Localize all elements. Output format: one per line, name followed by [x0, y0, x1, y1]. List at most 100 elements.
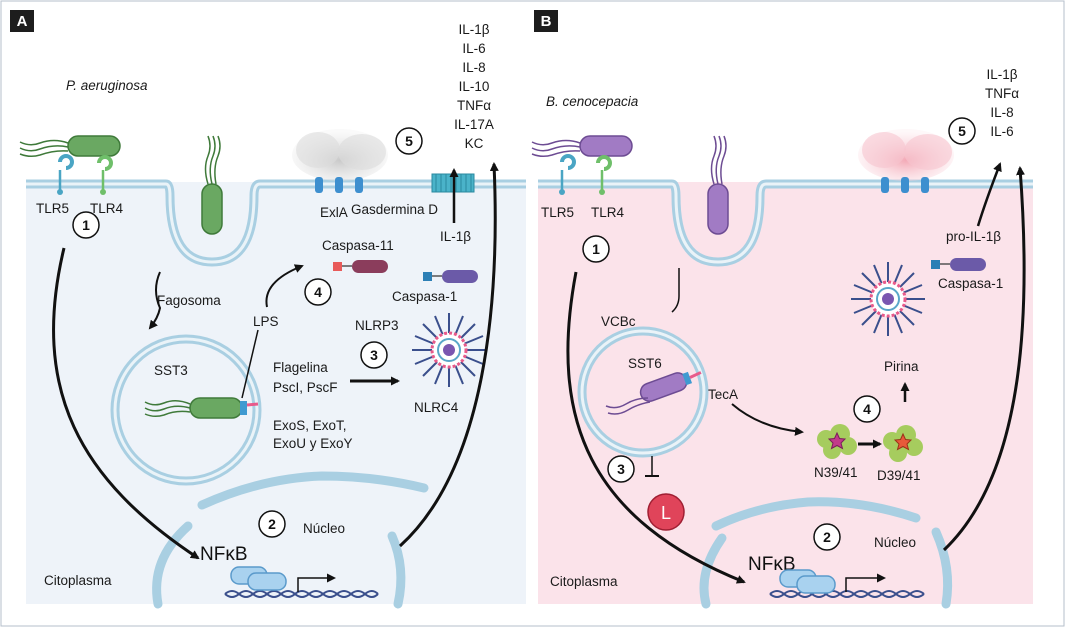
panel-b-step-1: 1	[592, 241, 600, 257]
panel-b-step-3-marker	[607, 455, 635, 483]
panel-a-extracellular-bacterium	[19, 135, 121, 158]
panel-a-tlr5-label: TLR5	[36, 201, 69, 216]
panel-b-il1b-secretion-arrow	[976, 162, 1002, 227]
panel-a-exla-pore-icon	[315, 177, 363, 193]
panel-b-nucleus-envelope-top	[711, 497, 921, 531]
panel-b-caspase1-icon	[931, 258, 986, 271]
panel-a-organism: P. aeruginosa	[66, 78, 148, 93]
panel-b-dna-icon	[769, 590, 925, 598]
panel-b-step-2-marker	[813, 523, 841, 551]
panel-b-lysosome	[647, 493, 685, 531]
panel-a-step-3: 3	[370, 347, 378, 363]
panel-a-lps-arrow	[265, 264, 304, 308]
panel-b-nfkb-label: NFκB	[748, 554, 796, 575]
cytokine-item: KC	[465, 136, 484, 151]
panel-b-cloud	[858, 129, 954, 181]
panel-a-engulfing-bacterium	[201, 135, 223, 235]
panel-b-letter: B	[541, 13, 552, 30]
panel-a-pscl-label: PscI, PscF	[273, 380, 338, 395]
panel-a-step-5-marker	[395, 127, 423, 155]
panel-b-step-5: 5	[958, 123, 966, 139]
panel-a-letter: A	[17, 13, 28, 30]
panel-b-inflammasome-icon	[851, 262, 925, 336]
panel-b-vcbc-label: VCBc	[601, 314, 636, 329]
panel-b-step-2: 2	[823, 529, 831, 545]
panel-a-lps-label: LPS	[253, 314, 279, 329]
cytokine-item: IL-1β	[986, 67, 1017, 82]
panel-a-transcription-start-arrow	[297, 573, 336, 592]
panel-a-letter-box	[10, 10, 34, 32]
panel-b-step-4: 4	[863, 401, 871, 417]
panel-a-transcription-factor-icon	[230, 566, 287, 591]
panel-a-nucleo-label: Núcleo	[303, 521, 345, 536]
cytokine-item: IL-10	[459, 79, 490, 94]
panel-b-teca-arrow	[731, 403, 804, 436]
panel-a: A P. aeruginosa TLR5 TLR4	[10, 10, 526, 609]
panel-b-vacuole-bacterium	[605, 371, 702, 415]
cytokine-item: TNFα	[985, 86, 1019, 101]
panel-b-tlr4-label: TLR4	[591, 205, 625, 220]
panel-b-extracellular-bacterium	[531, 135, 633, 158]
panel-b-step-5-marker	[948, 117, 976, 145]
panel-a-il1b-label: IL-1β	[440, 229, 471, 244]
panel-a-step-5: 5	[405, 133, 413, 149]
panel-b-cell-membrane-inner	[538, 182, 1033, 264]
panel-a-tlr-signaling-arrow	[52, 247, 200, 560]
panel-a-gasdermin-label: Gasdermina D	[351, 202, 438, 217]
panel-a-lps-connector	[241, 329, 259, 399]
panel-b-organism: B. cenocepacia	[546, 94, 639, 109]
panel-b-cytokine-list: IL-1β TNFα IL-8 IL-6	[985, 67, 1019, 139]
panel-b-transcription-factor-icon	[779, 569, 836, 594]
panel-b-citoplasma-label: Citoplasma	[550, 574, 618, 589]
panel-a-exla-cloud	[292, 129, 388, 181]
panel-a-step-3-marker	[360, 341, 388, 369]
panel-a-step-1-marker	[72, 211, 100, 239]
panel-a-nucleus-envelope-right	[387, 531, 406, 609]
panel-b-step-4-marker	[853, 395, 881, 423]
panel-a-citoplasma-label: Citoplasma	[44, 573, 112, 588]
cytokine-item: IL-6	[990, 124, 1013, 139]
cytokine-item: IL-1β	[458, 22, 489, 37]
panel-b-tlr5-label: TLR5	[541, 205, 574, 220]
panel-a-nlrp3-label: NLRP3	[355, 318, 399, 333]
panel-b-letter-box	[534, 10, 558, 32]
panel-a-tlr5-receptor-icon	[57, 154, 74, 195]
cytokine-item: TNFα	[457, 98, 491, 113]
panel-b-transcription-start-arrow	[845, 573, 886, 592]
cytokine-item: IL-17A	[454, 117, 494, 132]
panel-b-nucleus-envelope-left	[699, 533, 727, 609]
panel-a-nlrc4-label: NLRC4	[414, 400, 459, 415]
panel-b-caspase1-label: Caspasa-1	[938, 276, 1003, 291]
panel-a-nucleus-envelope-left	[152, 521, 193, 609]
panel-a-cytokine-secretion-arrow	[398, 162, 499, 548]
panel-a-step-2-marker	[258, 510, 286, 538]
panel-a-step-2: 2	[268, 516, 276, 532]
panel-a-nfkb-label: NFκB	[200, 544, 248, 565]
panel-a-step-4: 4	[314, 284, 322, 300]
panel-b-sst-label: SST6	[628, 356, 662, 371]
panel-a-tlr4-receptor-icon	[97, 155, 113, 195]
panel-b-step-3: 3	[617, 461, 625, 477]
panel-b-pore-icon	[881, 177, 929, 193]
panel-a-caspase11-label: Caspasa-11	[322, 238, 394, 253]
panel-a-exos-label-2: ExoU y ExoY	[273, 436, 353, 451]
panel-b-tlr5-receptor-icon	[559, 154, 576, 195]
panel-b-uptake-line	[671, 268, 680, 313]
cytokine-item: IL-8	[990, 105, 1013, 120]
panel-a-tlr4-label: TLR4	[90, 201, 124, 216]
panel-b-engulfing-bacterium	[707, 135, 729, 235]
panel-b-pyrin-d39-icon	[883, 425, 923, 462]
panel-b-cytokine-secretion-arrow	[942, 166, 1026, 552]
panel-b-pyrin-n39-icon	[817, 424, 857, 459]
panel-b-nucleus-envelope-right	[931, 527, 953, 609]
panel-a-caspase1-label: Caspasa-1	[392, 289, 457, 304]
cytokine-item: IL-6	[462, 41, 485, 56]
panel-a-cell-membrane-inner	[26, 182, 526, 264]
panel-b-n39-label: N39/41	[814, 465, 858, 480]
panel-a-fagosoma-arrow	[148, 271, 162, 330]
cytokine-item: IL-8	[462, 60, 485, 75]
panel-b-step-1-marker	[582, 235, 610, 263]
panel-a-dna-icon	[224, 590, 379, 598]
panel-a-fagosoma-label: Fagosoma	[157, 293, 221, 308]
panel-a-caspase1-icon	[423, 270, 478, 283]
